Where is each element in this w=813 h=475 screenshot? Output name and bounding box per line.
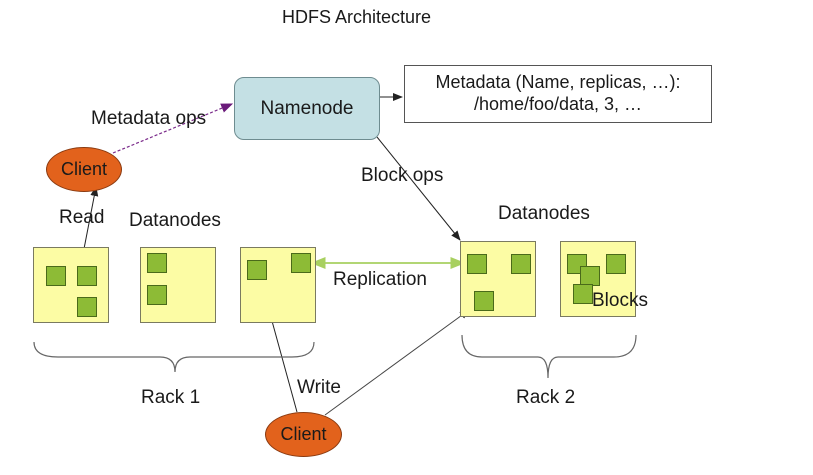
block — [467, 254, 487, 274]
datanodes-rack2-label: Datanodes — [498, 203, 590, 224]
rack2-label: Rack 2 — [516, 387, 576, 408]
block — [46, 266, 66, 286]
metadata-ops-arrow — [112, 103, 234, 154]
blocks-label: Blocks — [592, 290, 648, 311]
read-arrow — [82, 186, 99, 255]
datanode-rack1-2 — [140, 247, 216, 323]
client-write: Client — [265, 412, 342, 457]
datanode-rack1-3 — [240, 247, 316, 323]
client-label: Client — [280, 424, 327, 444]
write-arrow-rack2 — [324, 309, 470, 416]
block — [573, 284, 593, 304]
block — [77, 266, 97, 286]
block-ops-arrow — [376, 136, 461, 241]
rack1-label: Rack 1 — [141, 387, 201, 408]
block — [606, 254, 626, 274]
client-label: Client — [60, 159, 108, 179]
metadata-line-1: Metadata (Name, replicas, …): — [435, 72, 681, 92]
rack2-brace — [461, 334, 637, 379]
block — [511, 254, 531, 274]
datanode-rack2-1 — [460, 241, 536, 317]
block — [291, 253, 311, 273]
datanode-rack2-2 — [560, 241, 636, 317]
block — [474, 291, 494, 311]
block — [247, 260, 267, 280]
block — [147, 253, 167, 273]
replication-label: Replication — [333, 269, 427, 290]
datanode-rack1-1 — [33, 247, 109, 323]
read-label: Read — [59, 207, 105, 228]
metadata-line-2: /home/foo/data, 3, … — [473, 94, 643, 114]
namenode-box: Namenode — [234, 77, 380, 140]
metadata-ops-label: Metadata ops — [91, 108, 207, 129]
datanodes-rack1-label: Datanodes — [129, 210, 221, 231]
write-label: Write — [297, 377, 341, 398]
block — [77, 297, 97, 317]
diagram-title: HDFS Architecture — [282, 7, 432, 27]
block-ops-label: Block ops — [361, 165, 444, 186]
rack1-brace — [33, 341, 315, 373]
block — [580, 266, 600, 286]
namenode-label: Namenode — [260, 97, 354, 119]
block — [147, 285, 167, 305]
metadata-box: Metadata (Name, replicas, …): /home/foo/… — [404, 65, 712, 123]
client-read: Client — [46, 147, 122, 192]
